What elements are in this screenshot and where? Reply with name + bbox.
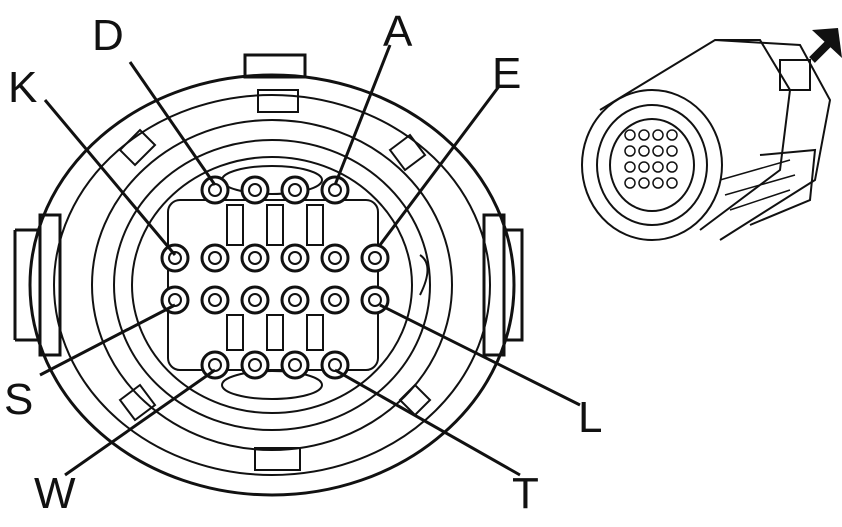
- pin-label-s: S: [4, 375, 34, 424]
- connector-pin-socket: [288, 358, 302, 372]
- connector-pin-socket: [248, 251, 262, 265]
- leader-line-l: [379, 303, 581, 407]
- inset-pin: [624, 145, 636, 157]
- pin-channel: [266, 204, 284, 246]
- connector-housing: [13, 53, 524, 497]
- inset-pin: [624, 129, 636, 141]
- pins: [160, 175, 390, 380]
- pin-channel: [306, 314, 324, 351]
- inset-pin: [624, 161, 636, 173]
- connector-pin: [280, 175, 310, 205]
- inset-pin: [624, 177, 636, 189]
- inset-pin: [652, 161, 664, 173]
- connector-pin: [280, 350, 310, 380]
- connector-pin-socket: [368, 251, 382, 265]
- leader-line-t: [334, 368, 521, 477]
- inset-pin: [638, 177, 650, 189]
- connector-pin-socket: [288, 183, 302, 197]
- connector-pin-socket: [368, 293, 382, 307]
- connector-pin-socket: [168, 251, 182, 265]
- inset-pin: [652, 129, 664, 141]
- connector-pin: [320, 350, 350, 380]
- connector-pin: [200, 285, 230, 315]
- connector-pin-socket: [248, 293, 262, 307]
- arrow-up-right-icon: [809, 28, 842, 63]
- connector-pin: [320, 175, 350, 205]
- connector-pin: [240, 285, 270, 315]
- connector-pin: [200, 243, 230, 273]
- connector-pin: [240, 175, 270, 205]
- connector-pin: [280, 285, 310, 315]
- pin-channel: [306, 204, 324, 246]
- inset-pin: [638, 145, 650, 157]
- connector-pin: [200, 350, 230, 380]
- connector-pin: [160, 285, 190, 315]
- inset-pin: [666, 161, 678, 173]
- pin-label-k: K: [8, 63, 38, 112]
- pin-channel: [266, 314, 284, 351]
- connector-pin: [240, 350, 270, 380]
- connector-pin: [320, 285, 350, 315]
- inset-pin: [652, 177, 664, 189]
- connector-pin-socket: [328, 293, 342, 307]
- connector-pin-socket: [288, 293, 302, 307]
- pin-label-a: A: [383, 7, 413, 56]
- inset-pins: [624, 129, 678, 189]
- leader-line-e: [378, 84, 502, 246]
- connector-pin-socket: [328, 251, 342, 265]
- leader-line-w: [64, 368, 216, 477]
- inset-pin: [666, 129, 678, 141]
- pin-label-w: W: [34, 469, 76, 518]
- inset-pin: [638, 161, 650, 173]
- leader-line-k: [43, 99, 177, 256]
- connector-pin-socket: [208, 293, 222, 307]
- leader-line-d: [128, 61, 217, 186]
- leader-line-s: [39, 303, 176, 377]
- connector-pin: [280, 243, 310, 273]
- connector-pin: [160, 243, 190, 273]
- pin-channel: [226, 204, 244, 246]
- leader-lines: [39, 44, 581, 477]
- connector-pin-socket: [248, 358, 262, 372]
- pin-label-e: E: [492, 49, 522, 98]
- pin-label-l: L: [578, 393, 603, 442]
- connector-inset: [581, 38, 832, 241]
- inset-pin: [666, 145, 678, 157]
- connector-pin: [360, 285, 390, 315]
- connector-pin-socket: [288, 251, 302, 265]
- connector-pin: [320, 243, 350, 273]
- pin-label-t: T: [512, 469, 539, 518]
- pin-channel: [226, 314, 244, 351]
- connector-pin-socket: [248, 183, 262, 197]
- pin-label-d: D: [92, 11, 124, 60]
- connector-pin: [200, 175, 230, 205]
- inset-pin: [666, 177, 678, 189]
- connector-pin: [240, 243, 270, 273]
- connector-pin-socket: [208, 251, 222, 265]
- connector-pin: [360, 243, 390, 273]
- inset-pin: [652, 145, 664, 157]
- leader-line-a: [333, 44, 392, 186]
- inset-pin: [638, 129, 650, 141]
